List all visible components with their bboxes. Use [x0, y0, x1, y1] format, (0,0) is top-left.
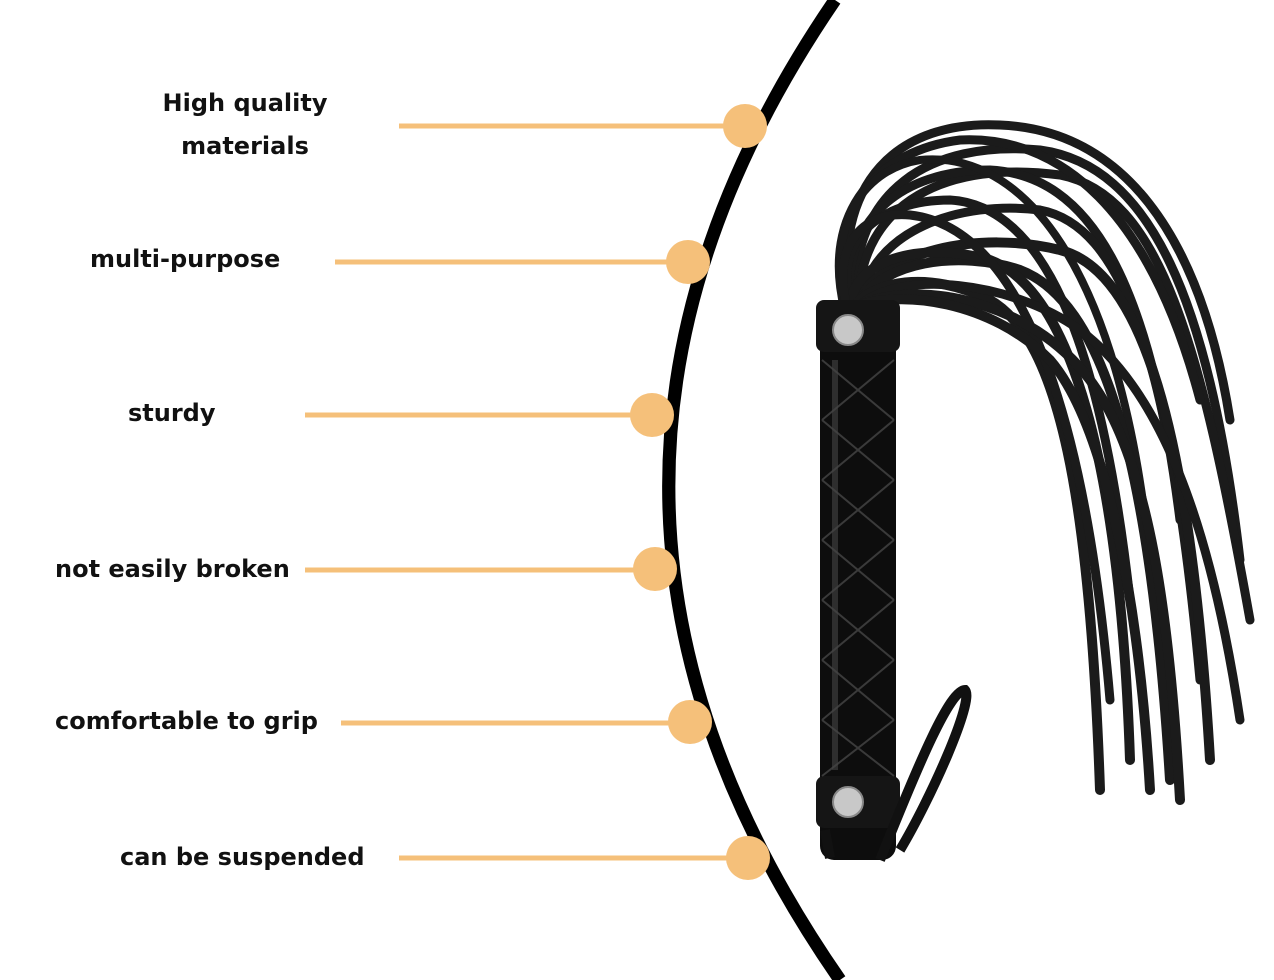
marker-dot-1 [723, 104, 767, 148]
marker-dot-2 [666, 240, 710, 284]
feature-high-quality-materials: High quality materials [150, 82, 340, 168]
marker-dot-6 [726, 836, 770, 880]
feature-label-line-2: materials [181, 132, 309, 160]
feature-not-easily-broken: not easily broken [55, 555, 290, 583]
feature-sturdy: sturdy [128, 399, 216, 427]
black-leather-flogger-icon [816, 120, 1255, 862]
marker-dot-3 [630, 393, 674, 437]
marker-dot-4 [633, 547, 677, 591]
arc-line [662, 0, 846, 980]
connector-lines [305, 123, 748, 861]
feature-multi-purpose: multi-purpose [90, 245, 281, 273]
feature-comfortable-to-grip: comfortable to grip [55, 707, 318, 735]
feature-label-line-1: High quality [162, 89, 328, 117]
feature-can-be-suspended: can be suspended [120, 843, 365, 871]
marker-dots [630, 104, 770, 880]
marker-dot-5 [668, 700, 712, 744]
